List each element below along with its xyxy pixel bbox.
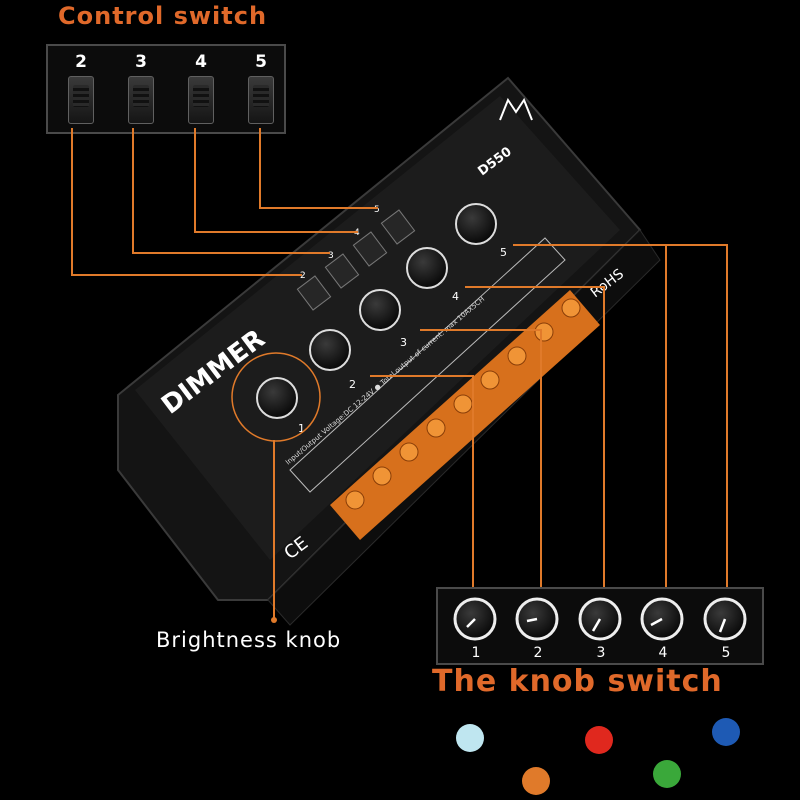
device-knob-number: 3: [400, 336, 407, 349]
device-switches: [296, 209, 416, 311]
knob-number: 5: [721, 645, 731, 661]
knob-switch-panel: 1 2 3 4 5: [436, 587, 764, 665]
terminal-block: [289, 237, 600, 540]
brightness-highlight-ring: [231, 352, 321, 442]
control-switch-panel: 2 3 4 5: [46, 44, 286, 134]
device-knob-number: 5: [500, 246, 507, 259]
color-dot-blue: [712, 718, 740, 746]
device-knob-number: 4: [452, 290, 459, 303]
device-switch-number: 3: [328, 251, 334, 261]
knob-row: [453, 597, 747, 641]
device-switch-number: 2: [300, 271, 306, 281]
color-dot-orange: [522, 767, 550, 795]
switch-number: 3: [135, 52, 147, 72]
switch-number: 4: [195, 52, 207, 72]
knob-number: 3: [596, 645, 606, 661]
device-switch-number: 5: [374, 205, 380, 215]
dip-switch-4: [188, 76, 214, 124]
brightness-knob-label: Brightness knob: [156, 628, 342, 652]
knob-switch-title: The knob switch: [432, 664, 723, 699]
knob-number: 1: [471, 645, 481, 661]
dimmer-housing: [117, 76, 661, 626]
leader-lines: [71, 128, 728, 620]
device-knob-number: 1: [298, 422, 305, 435]
color-dot-light-blue: [456, 724, 484, 752]
switch-number: 5: [255, 52, 267, 72]
color-dot-green: [653, 760, 681, 788]
brand-logo: [499, 97, 533, 121]
device-knobs: [256, 203, 497, 419]
control-switch-title: Control switch: [58, 2, 268, 30]
knob-number: 4: [658, 645, 668, 661]
dip-switch-5: [248, 76, 274, 124]
knob-number: 2: [533, 645, 543, 661]
switch-number: 2: [75, 52, 87, 72]
dip-switch-2: [68, 76, 94, 124]
device-knob-number: 2: [349, 378, 356, 391]
color-dot-red: [585, 726, 613, 754]
dip-switch-3: [128, 76, 154, 124]
